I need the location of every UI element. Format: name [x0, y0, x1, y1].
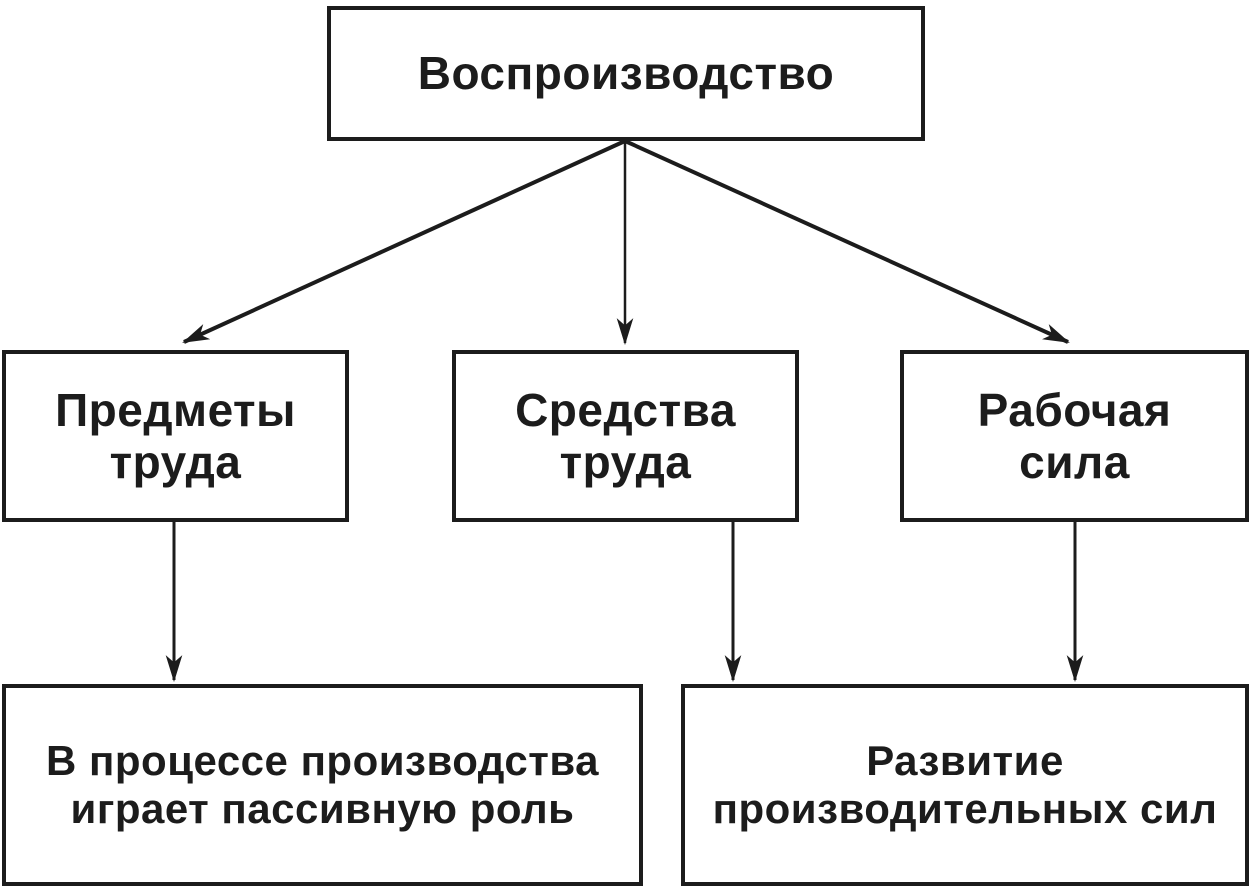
node-means-of-labor: Средства труда	[452, 350, 799, 522]
node-passive-role-label: В процессе производства играет пассивную…	[46, 737, 599, 832]
node-productive-forces: Развитие производительных сил	[681, 684, 1249, 886]
node-objects-of-labor-label: Предметы труда	[55, 383, 296, 488]
node-means-of-labor-label: Средства труда	[515, 383, 736, 488]
node-labor-force: Рабочая сила	[900, 350, 1249, 522]
node-reproduction-label: Воспроизводство	[417, 47, 835, 100]
edge-root-to-objects-of-labor	[182, 139, 626, 344]
node-objects-of-labor: Предметы труда	[2, 350, 349, 522]
node-labor-force-label: Рабочая сила	[977, 383, 1172, 488]
node-passive-role: В процессе производства играет пассивную…	[2, 684, 643, 886]
node-productive-forces-label: Развитие производительных сил	[712, 737, 1218, 832]
node-reproduction: Воспроизводство	[327, 6, 925, 141]
edge-root-to-labor-force	[624, 139, 1070, 344]
